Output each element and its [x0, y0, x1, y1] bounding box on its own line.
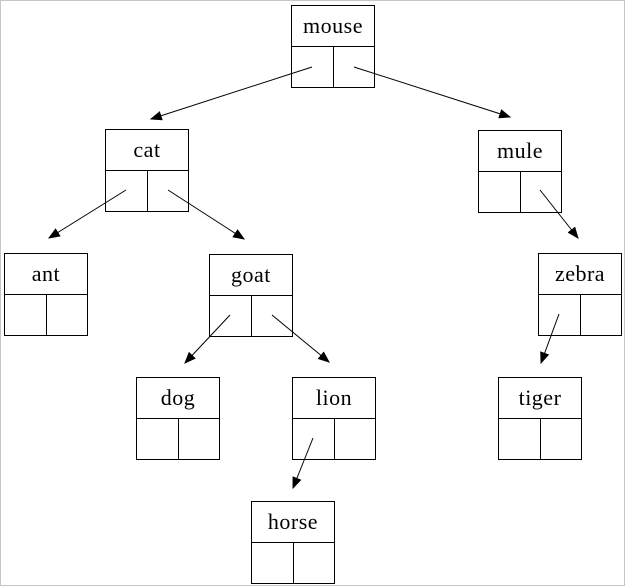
right-pointer-cell — [541, 419, 582, 460]
node-label: tiger — [499, 378, 581, 419]
left-pointer-cell — [499, 419, 541, 460]
right-pointer-cell — [581, 295, 622, 336]
pointer-cells — [479, 172, 561, 213]
node-label: horse — [252, 502, 334, 543]
right-pointer-cell — [521, 172, 562, 213]
pointer-cells — [293, 419, 375, 460]
edge-mouse-to-cat — [149, 66, 313, 121]
node-label: mule — [479, 131, 561, 172]
right-pointer-cell — [335, 419, 376, 460]
node-label: ant — [5, 254, 87, 295]
tree-node-mouse: mouse — [291, 5, 375, 88]
tree-node-zebra: zebra — [538, 253, 622, 336]
node-label: dog — [137, 378, 219, 419]
tree-node-horse: horse — [251, 501, 335, 584]
pointer-cells — [5, 295, 87, 336]
left-pointer-cell — [539, 295, 581, 336]
pointer-cells — [106, 171, 188, 212]
tree-node-tiger: tiger — [498, 377, 582, 460]
tree-node-ant: ant — [4, 253, 88, 336]
right-pointer-cell — [252, 296, 293, 337]
node-label: mouse — [292, 6, 374, 47]
edge-mouse-to-mule — [353, 66, 512, 119]
pointer-cells — [539, 295, 621, 336]
left-pointer-cell — [292, 47, 334, 88]
pointer-cells — [499, 419, 581, 460]
tree-node-mule: mule — [478, 130, 562, 213]
left-pointer-cell — [479, 172, 521, 213]
right-pointer-cell — [47, 295, 88, 336]
left-pointer-cell — [293, 419, 335, 460]
node-label: cat — [106, 130, 188, 171]
left-pointer-cell — [252, 543, 294, 584]
right-pointer-cell — [179, 419, 220, 460]
node-label: lion — [293, 378, 375, 419]
pointer-cells — [292, 47, 374, 88]
pointer-cells — [252, 543, 334, 584]
pointer-cells — [137, 419, 219, 460]
left-pointer-cell — [137, 419, 179, 460]
pointer-cells — [210, 296, 292, 337]
node-label: goat — [210, 255, 292, 296]
node-label: zebra — [539, 254, 621, 295]
tree-node-cat: cat — [105, 129, 189, 212]
tree-node-goat: goat — [209, 254, 293, 337]
left-pointer-cell — [106, 171, 148, 212]
left-pointer-cell — [5, 295, 47, 336]
left-pointer-cell — [210, 296, 252, 337]
right-pointer-cell — [148, 171, 189, 212]
tree-node-dog: dog — [136, 377, 220, 460]
tree-node-lion: lion — [292, 377, 376, 460]
right-pointer-cell — [334, 47, 375, 88]
right-pointer-cell — [294, 543, 335, 584]
